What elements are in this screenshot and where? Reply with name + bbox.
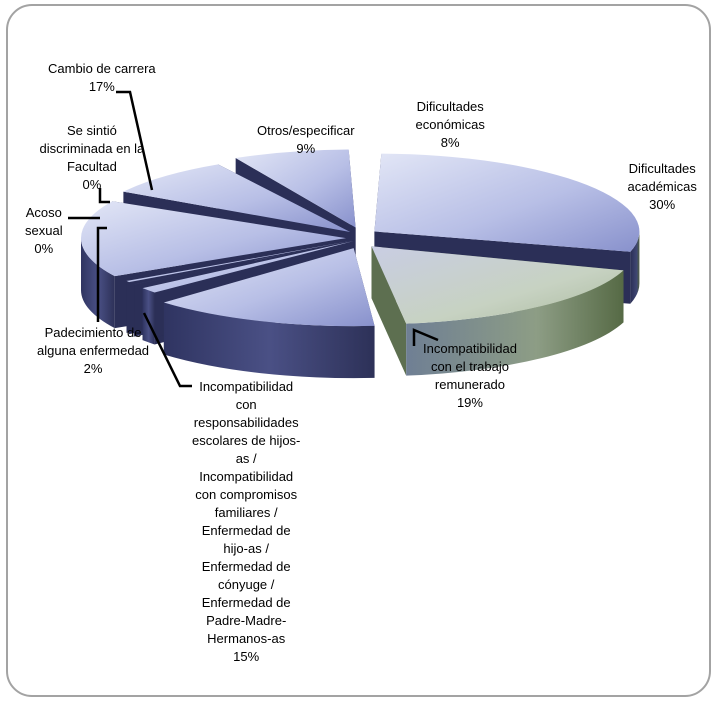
slice-3-top xyxy=(142,241,354,293)
slice-label-line: escolares de hijos- xyxy=(192,433,301,448)
slice-4-top xyxy=(134,240,354,285)
slice-5-top xyxy=(126,240,354,283)
slice-label-line: responsabilidades xyxy=(193,415,299,430)
slice-1 xyxy=(371,246,624,376)
leader-line-1 xyxy=(412,328,439,346)
slice-label-2: Incompatibilidad con responsabilidades esco… xyxy=(192,378,300,666)
leader-line-5 xyxy=(98,188,110,204)
slice-1-top xyxy=(371,246,624,324)
slice-value-label: 30% xyxy=(649,197,676,212)
slice-label-line: Incompatibilidad xyxy=(423,341,517,356)
slice-label-line: Dificultades xyxy=(628,161,696,176)
slice-label-line: con el trabajo xyxy=(430,359,509,374)
slice-2-top xyxy=(163,248,375,327)
slice-label-0: Dificultades académicas 30% xyxy=(628,160,697,214)
slice-1-side xyxy=(406,270,624,376)
slice-label-line: económicas xyxy=(415,117,485,132)
slice-label-4: Acoso sexual 0% xyxy=(25,204,63,258)
slice-label-1: Incompatibilidad con el trabajo remunerado… xyxy=(423,340,517,412)
slice-label-line: Cambio de carrera xyxy=(48,61,156,76)
slice-label-8: Dificultades económicas 8% xyxy=(416,98,485,152)
slice-label-line: Enfermedad de xyxy=(201,523,291,538)
pie-slices xyxy=(81,149,640,379)
slice-label-3: Padecimiento de alguna enfermedad 2% xyxy=(37,324,149,378)
leader-line-3 xyxy=(96,226,107,322)
slice-label-line: Facultad xyxy=(66,159,117,174)
slice-label-line: con xyxy=(235,397,257,412)
slice-2-side xyxy=(163,302,375,379)
slice-label-line: sexual xyxy=(25,223,63,238)
slice-label-line: familiares / xyxy=(214,505,278,520)
slice-7-top xyxy=(123,164,351,232)
slice-8-top xyxy=(235,149,356,228)
slice-value-label: 17% xyxy=(88,79,115,94)
slice-label-line: hijo-as / xyxy=(223,541,269,556)
slice-0-side xyxy=(630,231,640,304)
slice-label-line: Enfermedad de xyxy=(201,559,291,574)
slice-label-line: académicas xyxy=(627,179,697,194)
slice-value-label: 15% xyxy=(233,649,260,664)
slice-value-label: 0% xyxy=(34,241,54,256)
slice-label-line: con compromisos xyxy=(195,487,298,502)
slice-value-label: 2% xyxy=(83,361,103,376)
slice-label-5: Se sintió discriminada en la Facultad 0% xyxy=(40,122,145,194)
leader-lines xyxy=(68,90,439,388)
leader-line-2 xyxy=(142,312,192,388)
slice-label-line: Otros/especificar xyxy=(257,123,355,138)
leader-line-6 xyxy=(116,90,154,191)
slice-6-top xyxy=(81,201,347,277)
slice-label-6: Cambio de carrera 17% xyxy=(48,60,156,96)
slice-label-line: Padecimiento de xyxy=(44,325,142,340)
slice-label-line: cónyuge / xyxy=(218,577,275,592)
slice-label-line: Enfermedad de xyxy=(201,595,291,610)
slice-label-7: Otros/especificar 9% xyxy=(257,122,355,158)
slice-value-label: 8% xyxy=(440,135,460,150)
slice-label-line: alguna enfermedad xyxy=(37,343,150,358)
slice-label-line: Acoso xyxy=(25,205,62,220)
slice-label-line: Dificultades xyxy=(416,99,484,114)
slice-2 xyxy=(163,248,375,379)
slice-1-cut-face-1 xyxy=(371,246,407,376)
slice-label-line: Se sintió xyxy=(66,123,117,138)
slice-label-line: Incompatibilidad xyxy=(199,379,294,394)
slice-label-line: remunerado xyxy=(434,377,506,392)
slice-value-label: 19% xyxy=(456,395,483,410)
slice-label-line: Hermanos-as xyxy=(207,631,286,646)
slice-label-line: Incompatibilidad xyxy=(199,469,294,484)
slice-label-line: Padre-Madre- xyxy=(206,613,287,628)
slice-value-label: 9% xyxy=(296,141,316,156)
slice-0-top xyxy=(374,153,640,252)
slice-label-line: discriminada en la xyxy=(39,141,145,156)
slice-label-line: as / xyxy=(235,451,257,466)
slice-value-label: 0% xyxy=(82,177,102,192)
